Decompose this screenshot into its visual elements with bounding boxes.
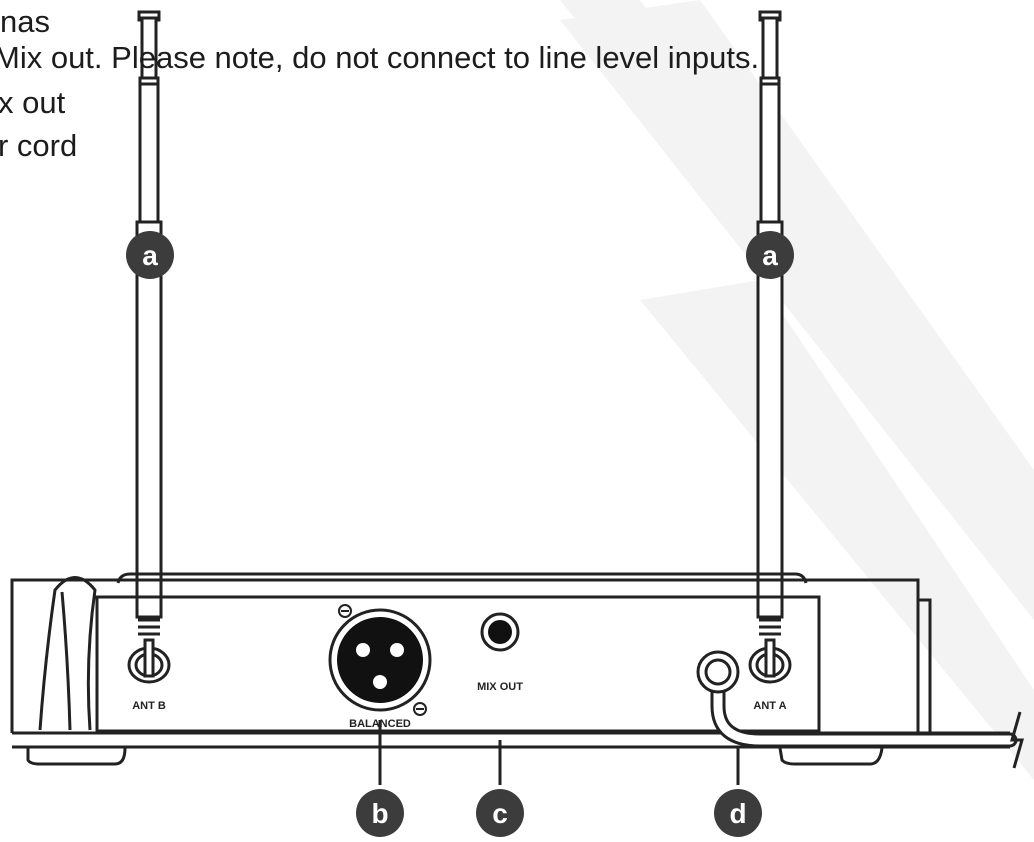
callout-c: c <box>476 789 524 837</box>
caption-line-2: Mix out. Please note, do not connect to … <box>0 40 760 75</box>
caption-line-4: r cord <box>0 128 78 163</box>
callout-d-text: d <box>729 798 746 829</box>
mix-out-label: MIX OUT <box>477 681 523 693</box>
watermark <box>560 0 1034 780</box>
callout-a-left-text: a <box>142 240 158 271</box>
ant-b-label: ANT B <box>132 700 166 712</box>
ant-a-connector <box>748 638 792 684</box>
callout-leaders <box>378 720 740 785</box>
callout-c-text: c <box>492 798 508 829</box>
callout-d: d <box>714 789 762 837</box>
power-cord <box>696 650 1024 769</box>
callout-b: b <box>356 789 404 837</box>
callout-a-right: a <box>746 231 794 279</box>
mix-out-jack <box>480 612 520 652</box>
antenna-left <box>135 10 163 636</box>
caption-line-3: x out <box>0 85 66 120</box>
ant-b-connector <box>127 638 171 684</box>
xlr-balanced-output <box>328 604 432 716</box>
callout-a-right-text: a <box>762 240 778 271</box>
balanced-label: BALANCED <box>349 718 411 730</box>
caption-line-1: nas <box>0 4 50 39</box>
ant-a-label: ANT A <box>753 700 786 712</box>
callout-a-left: a <box>126 231 174 279</box>
callout-b-text: b <box>371 798 388 829</box>
antenna-right <box>756 10 784 636</box>
